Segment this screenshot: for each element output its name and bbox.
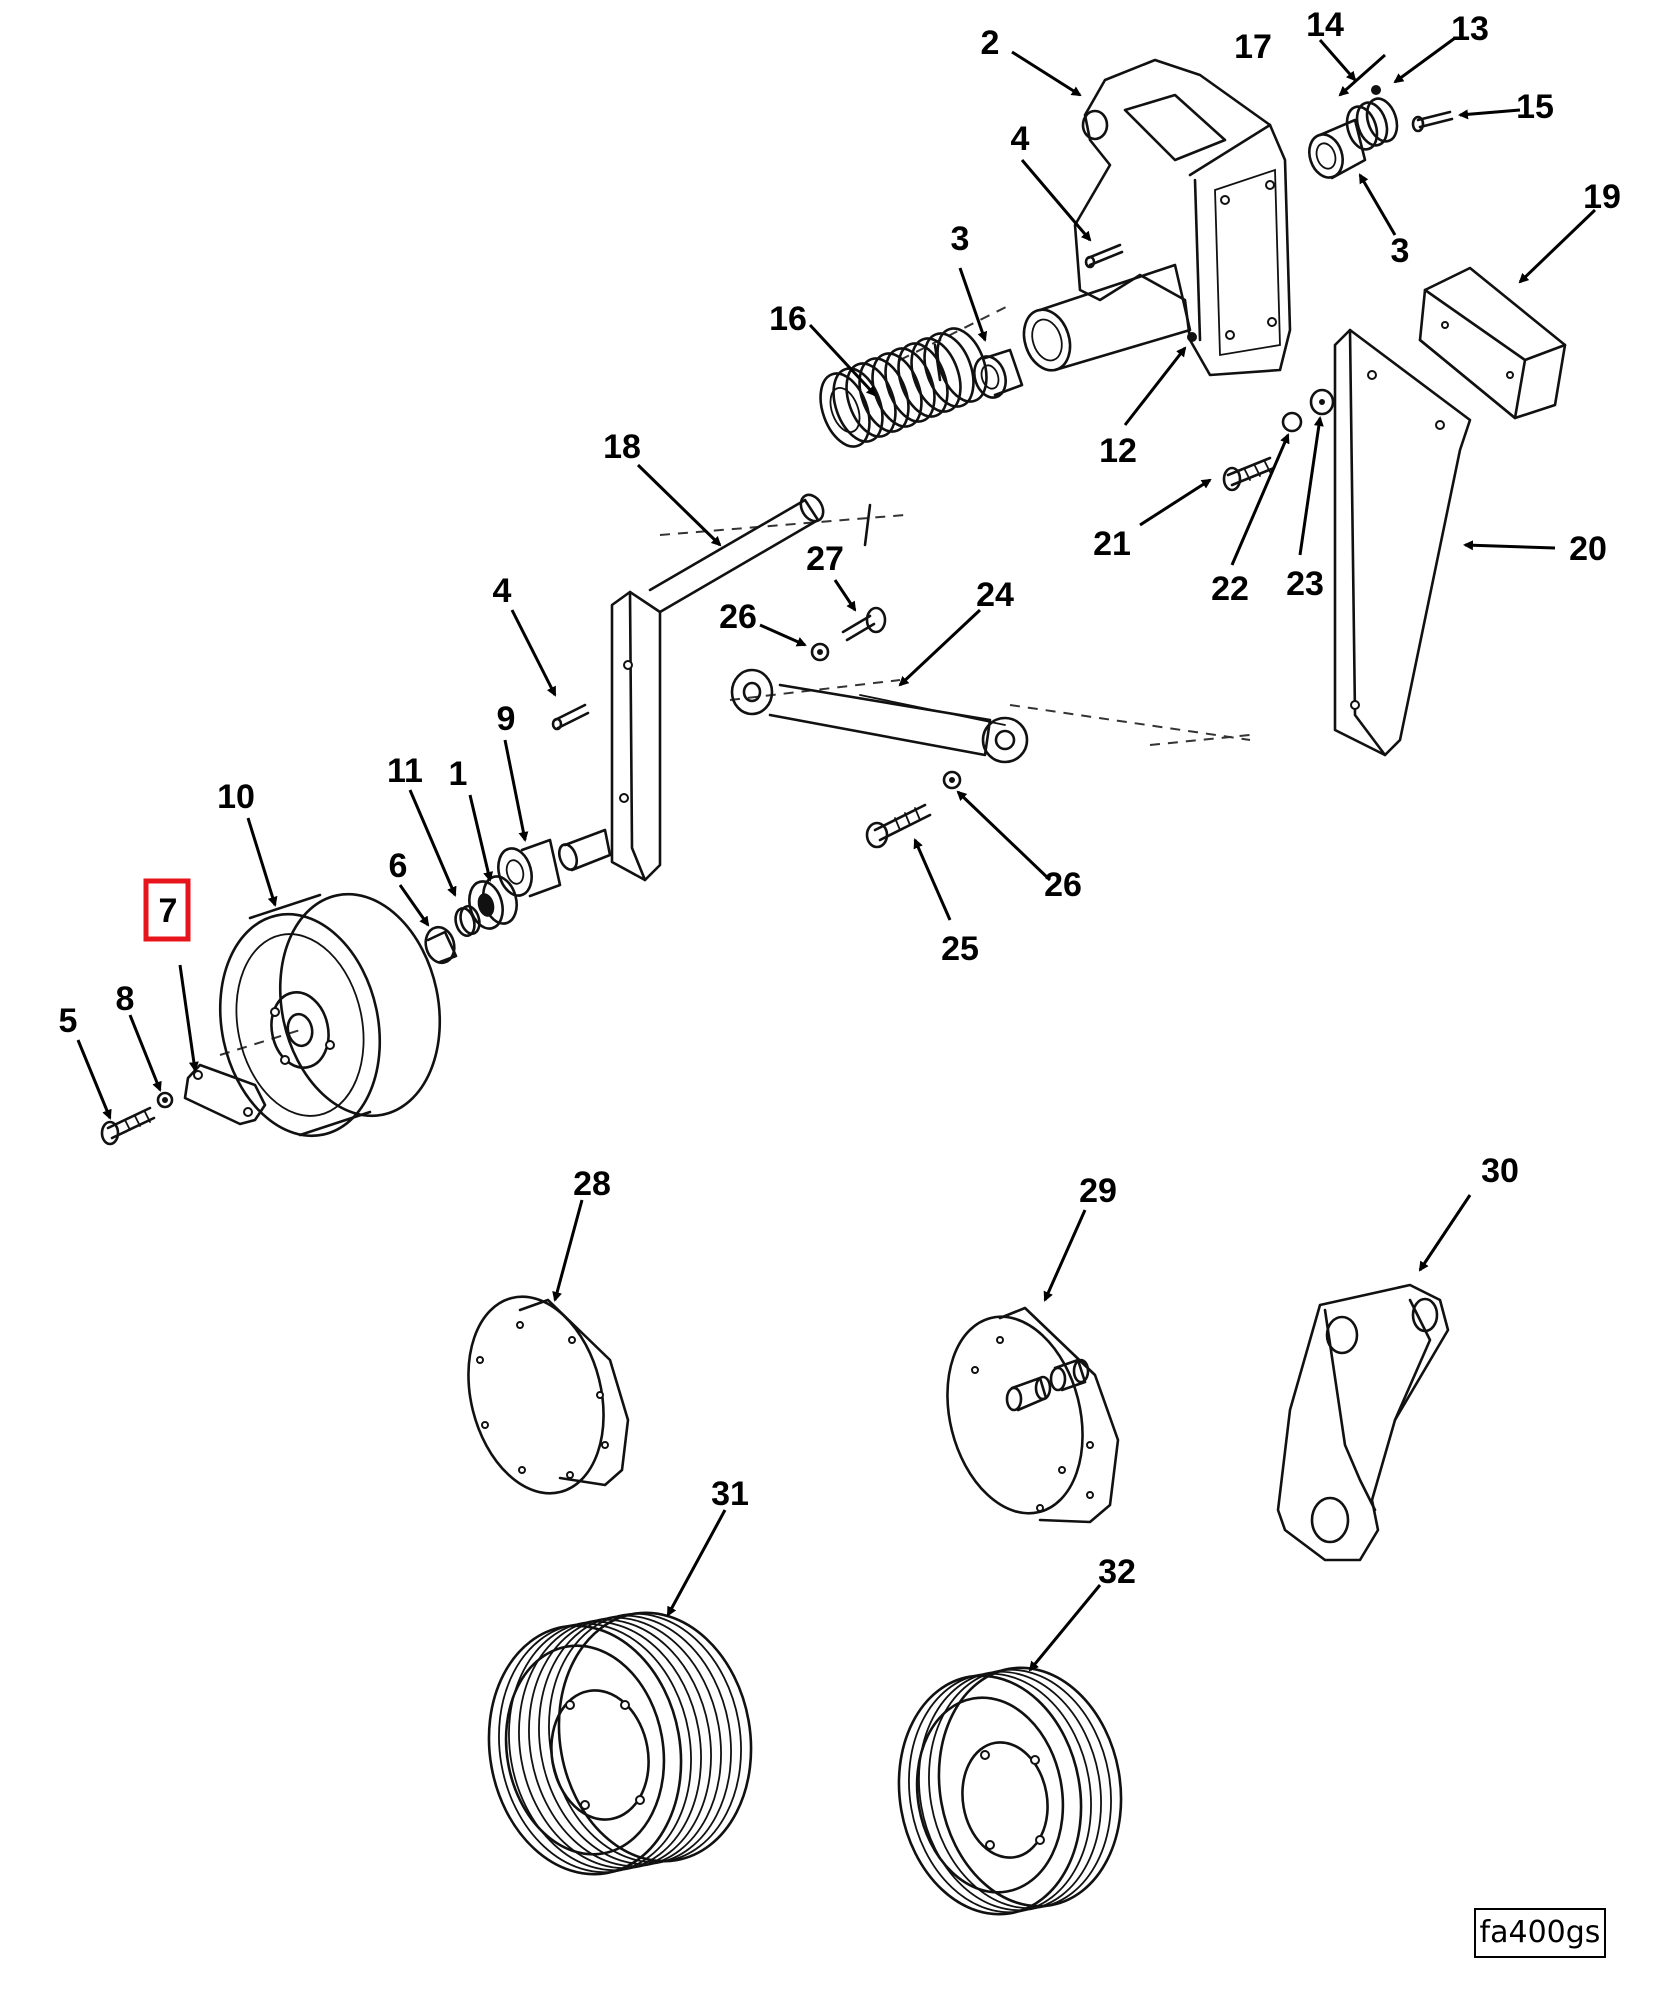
callout-28: 28 bbox=[573, 1165, 611, 1203]
assembly-guide-lines bbox=[219, 304, 1251, 1056]
callout-29: 29 bbox=[1079, 1172, 1117, 1210]
part-18-arm bbox=[557, 493, 825, 882]
callout-6: 6 bbox=[389, 847, 408, 885]
callout-26-upper: 26 bbox=[719, 598, 757, 636]
callout-4-upper: 4 bbox=[1011, 120, 1030, 158]
callout-15: 15 bbox=[1516, 88, 1554, 126]
part-9-spacer bbox=[497, 838, 562, 898]
callout-16: 16 bbox=[769, 300, 807, 338]
callout-25: 25 bbox=[941, 930, 979, 968]
callout-20: 20 bbox=[1569, 530, 1607, 568]
part-11-retaining-ring bbox=[454, 904, 481, 938]
part-7-retainer-plate bbox=[183, 1063, 267, 1126]
part-5-bolt bbox=[100, 1106, 156, 1146]
callout-3-upper: 3 bbox=[1391, 232, 1410, 270]
callout-27: 27 bbox=[806, 540, 844, 578]
callout-21: 21 bbox=[1093, 525, 1131, 563]
callout-8: 8 bbox=[116, 980, 135, 1018]
callout-31: 31 bbox=[711, 1475, 749, 1513]
part-24-cylinder bbox=[730, 668, 1029, 764]
callout-24: 24 bbox=[976, 576, 1014, 614]
callout-18: 18 bbox=[603, 428, 641, 466]
part-23-washer bbox=[1309, 388, 1335, 416]
part-26-nut-lower bbox=[942, 770, 962, 790]
part-2-arm-bracket bbox=[1022, 58, 1292, 377]
callout-12: 12 bbox=[1099, 432, 1137, 470]
callout-2: 2 bbox=[981, 24, 1000, 62]
part-6-cap bbox=[424, 925, 458, 965]
part-3-bushing-middle bbox=[973, 348, 1024, 399]
part-29-stud-b bbox=[1049, 1358, 1090, 1392]
callout-30: 30 bbox=[1481, 1152, 1519, 1190]
callout-11: 11 bbox=[387, 752, 423, 790]
part-28-cover-plate bbox=[467, 1295, 630, 1495]
part-22-nut bbox=[1281, 411, 1303, 433]
callout-1: 1 bbox=[449, 755, 468, 793]
part-29-stud-a bbox=[1005, 1375, 1052, 1412]
highlight-box bbox=[143, 878, 191, 942]
callout-5: 5 bbox=[59, 1002, 78, 1040]
part-4-lower-pin bbox=[551, 703, 590, 731]
part-19-block bbox=[1418, 266, 1567, 420]
part-3-bushing-upper bbox=[1308, 118, 1367, 180]
callout-9: 9 bbox=[497, 700, 516, 738]
part-10-wheel bbox=[218, 892, 442, 1138]
part-32-pulley bbox=[897, 1666, 1123, 1916]
figure-id-label: fa400gs bbox=[1474, 1908, 1606, 1958]
leader-arrows bbox=[76, 36, 1597, 1672]
callout-17: 17 bbox=[1234, 28, 1272, 66]
part-20-plate bbox=[1333, 328, 1472, 757]
callout-32: 32 bbox=[1098, 1553, 1136, 1591]
part-25-bolt bbox=[865, 803, 932, 849]
callout-3-middle: 3 bbox=[951, 220, 970, 258]
callout-7: 7 bbox=[159, 892, 178, 930]
part-15-pin bbox=[1411, 110, 1454, 133]
part-13-ball bbox=[1371, 85, 1381, 95]
callout-19: 19 bbox=[1583, 178, 1621, 216]
part-29-mount-plate bbox=[946, 1306, 1120, 1524]
part-30-bracket bbox=[1276, 1283, 1450, 1562]
callout-labels: 2 4 3 17 14 13 15 3 19 16 12 20 21 22 23… bbox=[59, 6, 1621, 1591]
callout-22: 22 bbox=[1211, 570, 1249, 608]
callout-13: 13 bbox=[1451, 10, 1489, 48]
part-21-bolt bbox=[1222, 456, 1276, 492]
part-27-bolt bbox=[841, 606, 887, 642]
part-26-nut-upper bbox=[810, 642, 830, 662]
part-1-bearing bbox=[468, 875, 518, 930]
callout-23: 23 bbox=[1286, 565, 1324, 603]
callout-10: 10 bbox=[217, 778, 255, 816]
part-17-collar bbox=[1345, 97, 1399, 151]
callout-14: 14 bbox=[1306, 6, 1344, 44]
callout-4-lower: 4 bbox=[493, 572, 512, 610]
part-4-upper-pin bbox=[1084, 243, 1124, 269]
part-12-setscrew bbox=[1187, 332, 1197, 342]
callout-26-lower: 26 bbox=[1044, 866, 1082, 904]
part-31-pulley bbox=[487, 1611, 753, 1876]
part-16-spring bbox=[819, 327, 988, 547]
part-8-washer bbox=[156, 1091, 174, 1109]
